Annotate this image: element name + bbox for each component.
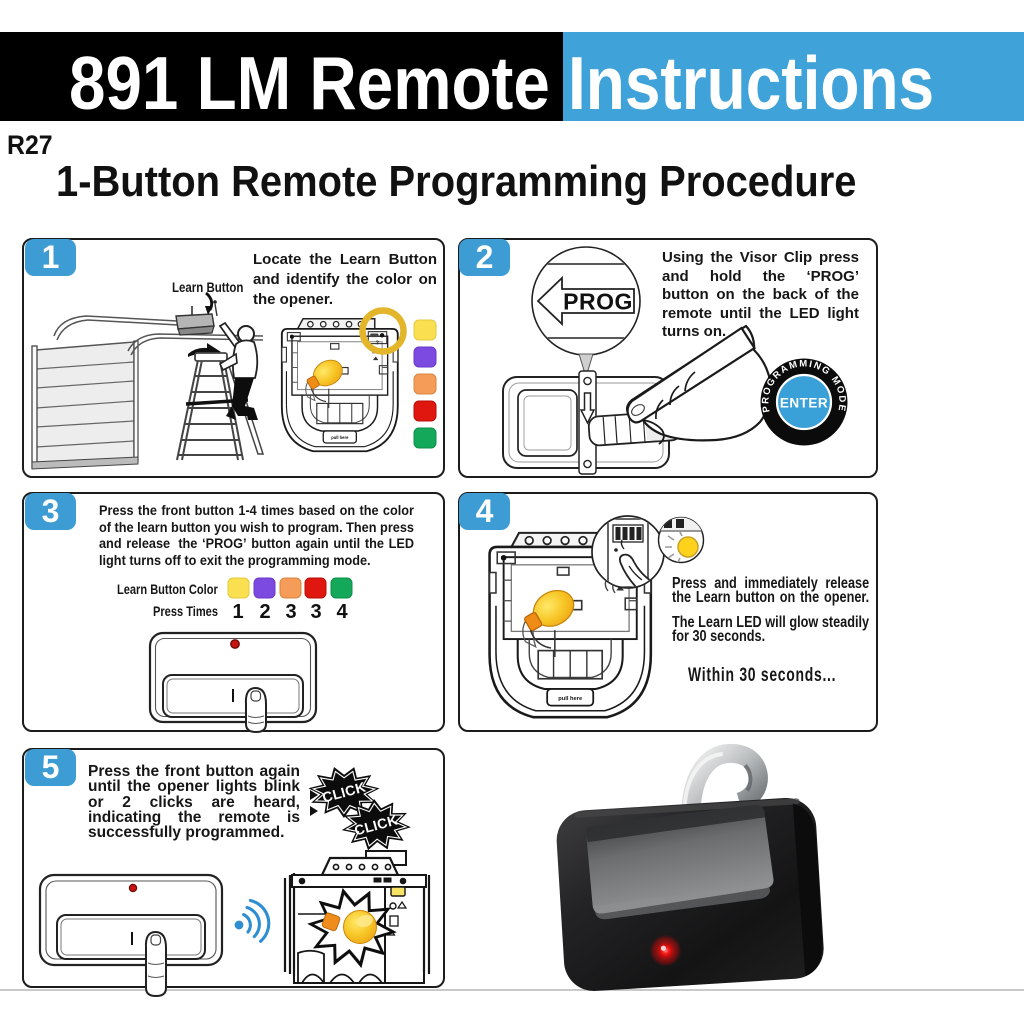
svg-text:2: 2 (259, 601, 270, 623)
svg-text:4: 4 (336, 601, 348, 623)
svg-text:3: 3 (285, 601, 296, 623)
svg-text:3: 3 (310, 601, 321, 623)
svg-text:ENTER: ENTER (780, 396, 828, 411)
svg-text:PROG: PROG (563, 289, 633, 315)
svg-text:1: 1 (232, 601, 243, 623)
